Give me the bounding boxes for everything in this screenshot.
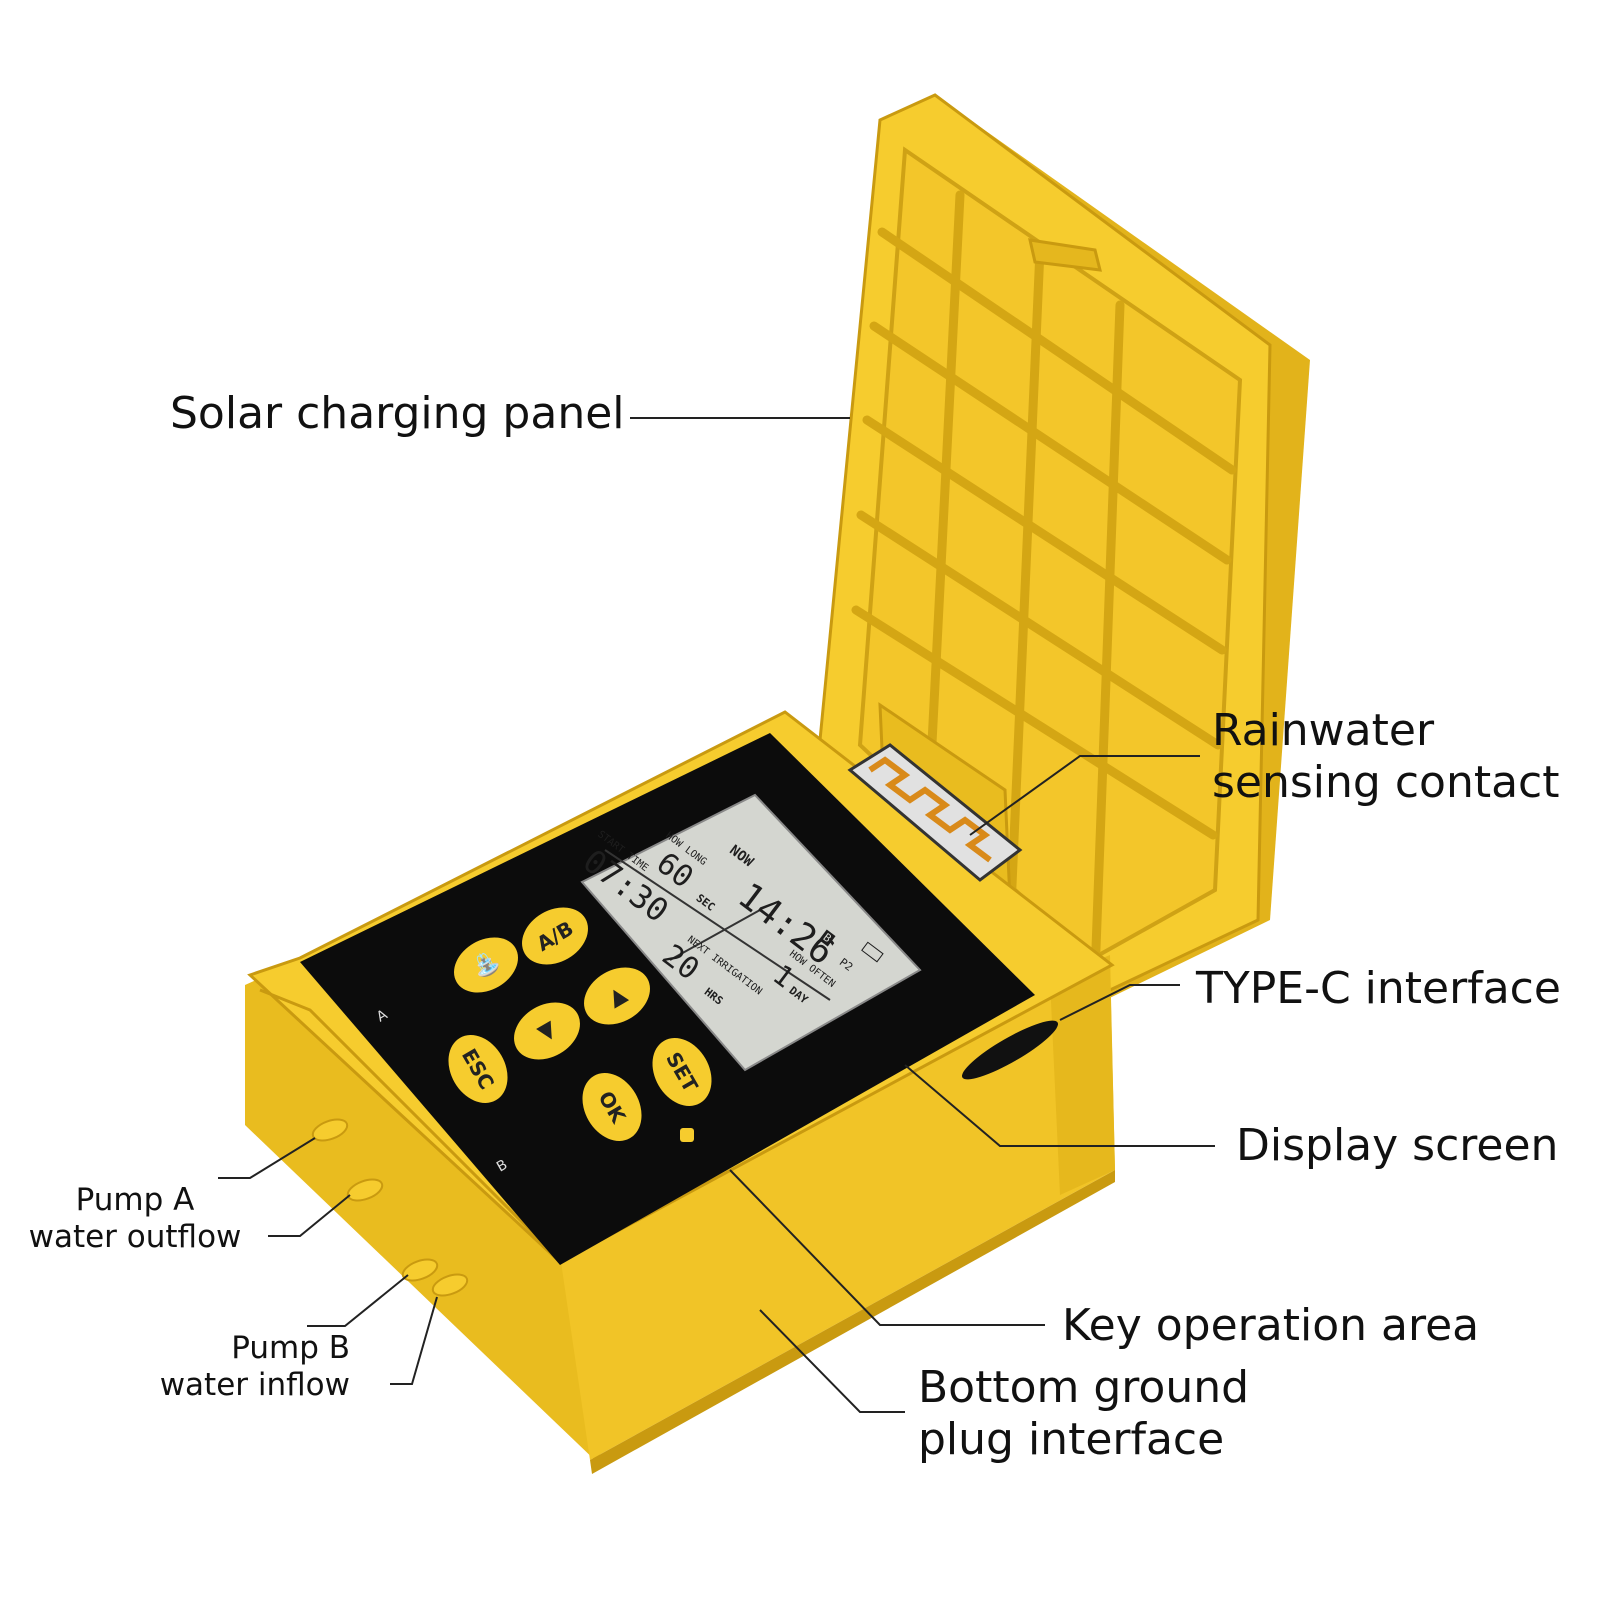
label-rain-contact: Rainwater sensing contact bbox=[1212, 705, 1560, 808]
control-panel bbox=[300, 733, 1035, 1265]
display-screen bbox=[580, 793, 922, 1072]
rain-sensor-contact bbox=[847, 743, 1023, 882]
leader-lines bbox=[218, 417, 1215, 1413]
label-ground-plug: Bottom ground plug interface bbox=[918, 1362, 1250, 1465]
label-keys: Key operation area bbox=[1062, 1300, 1480, 1351]
label-pump-a: Pump A water outflow bbox=[28, 1182, 242, 1255]
label-type-c: TYPE-C interface bbox=[1196, 963, 1561, 1014]
label-pump-b: Pump B water inflow bbox=[159, 1330, 350, 1403]
label-solar-panel: Solar charging panel bbox=[170, 388, 625, 439]
solar-panel-lid bbox=[818, 93, 1310, 1010]
type-c-port[interactable] bbox=[956, 1012, 1063, 1088]
label-display: Display screen bbox=[1236, 1120, 1559, 1171]
